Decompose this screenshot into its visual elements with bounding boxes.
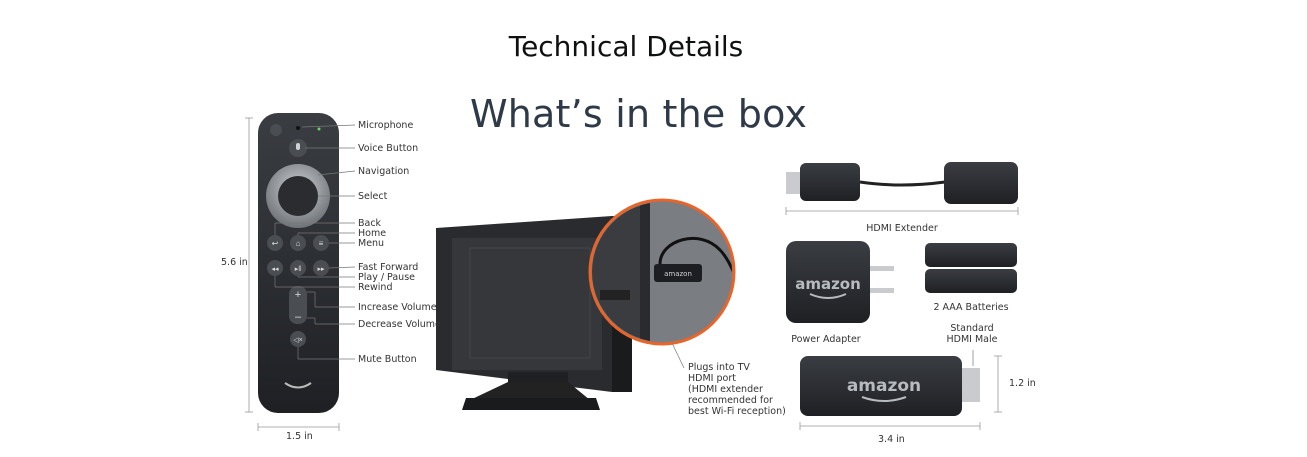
svg-text:↩: ↩	[272, 239, 279, 248]
svg-text:◂◂: ◂◂	[271, 266, 279, 273]
section-heading: Technical Details	[508, 30, 744, 63]
play-pause-button	[290, 260, 306, 276]
tv-caption-line-3: (HDMI extender	[688, 384, 763, 395]
fast-forward-button	[313, 260, 329, 276]
back-button	[267, 235, 283, 251]
microphone-dot	[296, 126, 300, 130]
svg-text:amazon: amazon	[847, 376, 921, 396]
aaa-batteries	[925, 243, 1017, 293]
label-mute-button: Mute Button	[358, 354, 417, 365]
label-decrease-volume: Decrease Volume	[358, 319, 441, 330]
television	[436, 216, 632, 410]
volume-rocker	[289, 286, 307, 324]
svg-text:◁×: ◁×	[293, 337, 302, 344]
tv-caption-line-5: best Wi-Fi reception)	[688, 406, 786, 417]
label-back: Back	[358, 218, 382, 229]
stick-height-label: 1.2 in	[1009, 378, 1036, 389]
label-home: Home	[358, 228, 387, 239]
label-microphone: Microphone	[358, 120, 414, 131]
label-play-pause: Play / Pause	[358, 272, 415, 283]
svg-text:▸‖: ▸‖	[295, 266, 302, 273]
tv-zoom-circle: amazon	[588, 198, 736, 369]
svg-text:≡: ≡	[319, 239, 324, 248]
svg-text:–: –	[295, 311, 302, 323]
mute-button	[290, 331, 306, 347]
tv-caption-line-1: Plugs into TV	[688, 362, 750, 373]
home-button	[290, 235, 306, 251]
select-button	[278, 176, 318, 216]
remote-control: ↩ ⌂ ≡ ◂◂ ▸‖ ▸▸ + – ◁×	[245, 113, 356, 431]
power-adapter: amazon	[786, 241, 894, 323]
label-hdmi-extender: HDMI Extender	[866, 223, 938, 234]
stick-width-label: 3.4 in	[878, 434, 905, 445]
label-select: Select	[358, 191, 388, 202]
box-title: What’s in the box	[470, 92, 808, 136]
label-rewind: Rewind	[358, 282, 393, 293]
label-voice-button: Voice Button	[358, 143, 419, 154]
svg-text:+: +	[295, 289, 301, 301]
remote-width-label: 1.5 in	[286, 431, 313, 442]
label-navigation: Navigation	[358, 166, 410, 177]
svg-text:amazon: amazon	[664, 270, 692, 278]
menu-button	[313, 235, 329, 251]
power-button	[270, 124, 282, 136]
label-hdmi-male-2: HDMI Male	[946, 334, 998, 345]
label-batteries: 2 AAA Batteries	[933, 302, 1009, 313]
tv-caption-line-4: recommended for	[688, 395, 773, 406]
hdmi-extender	[785, 162, 1019, 215]
label-hdmi-male-1: Standard	[950, 323, 994, 334]
rewind-button	[267, 260, 283, 276]
remote-height-label: 5.6 in	[221, 257, 248, 268]
fire-tv-stick: amazon	[799, 350, 1002, 430]
label-menu: Menu	[358, 238, 385, 249]
svg-text:▸▸: ▸▸	[317, 266, 325, 273]
label-increase-volume: Increase Volume	[358, 302, 437, 313]
label-power-adapter: Power Adapter	[791, 334, 861, 345]
tv-caption-line-2: HDMI port	[688, 373, 736, 384]
svg-text:⌂: ⌂	[296, 239, 301, 248]
label-fast-forward: Fast Forward	[358, 262, 419, 273]
svg-text:amazon: amazon	[795, 275, 861, 293]
